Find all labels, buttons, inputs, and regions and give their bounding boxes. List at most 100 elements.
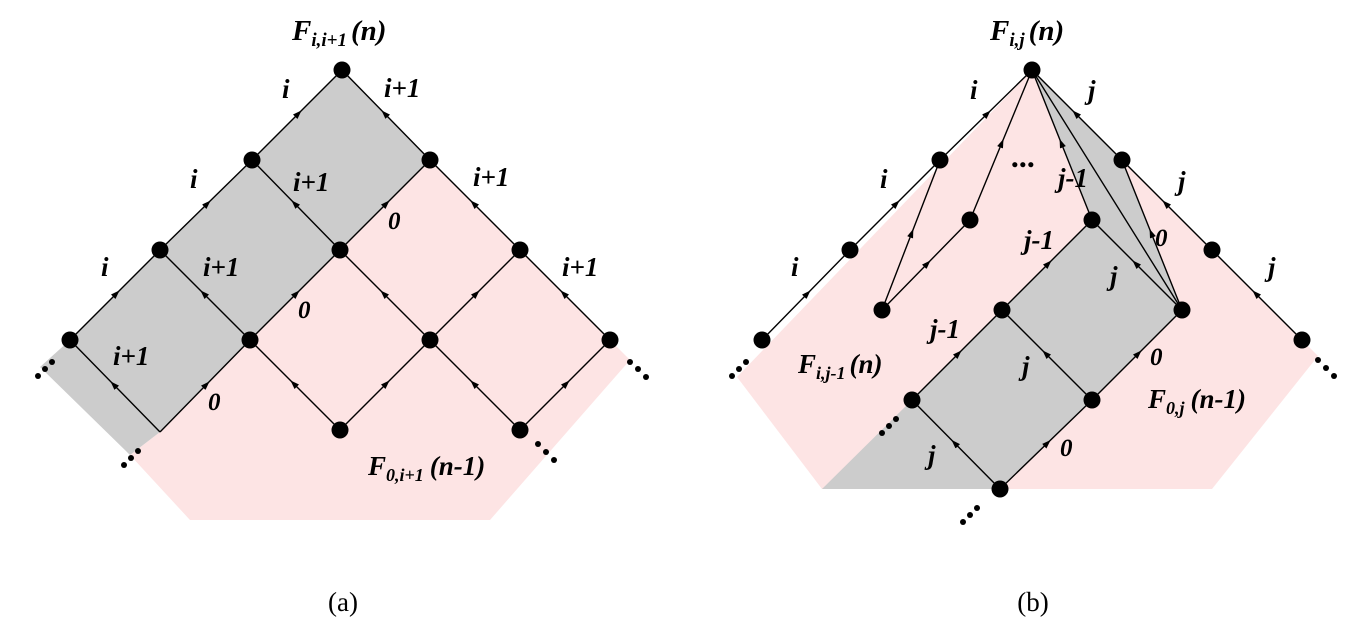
- panel-b-label-zero-1: 0: [1155, 225, 1168, 252]
- panel-b-edge-arrow: [982, 110, 991, 119]
- panel-b-edge-arrow: [891, 200, 900, 209]
- panel-a-node: [421, 331, 439, 349]
- panel-b-label-j-1: j: [1084, 75, 1096, 105]
- panel-b-right-label: F0,j(n-1): [1147, 384, 1246, 418]
- panel-b-edge-arrow: [1042, 439, 1051, 449]
- panel-a-node: [511, 241, 529, 259]
- panel-a-edge-arrow: [381, 200, 390, 209]
- panel-a-edge-arrow: [380, 290, 389, 299]
- panel-b-label-jm1-2: j-1: [1020, 225, 1054, 255]
- panel-b-node: [1083, 391, 1101, 409]
- panel-a-ellipsis-right: [627, 359, 649, 380]
- panel-b-node: [1293, 331, 1311, 349]
- panel-a-edge-arrow: [471, 290, 480, 299]
- panel-a-label-ip1-1: i+1: [384, 73, 420, 103]
- panel-a-edges: [69, 69, 611, 433]
- panel-b-label-jm1-3: j-1: [926, 314, 960, 344]
- panel-b-node: [993, 301, 1011, 319]
- panel-b-edge-arrow: [921, 260, 931, 269]
- panel-a-label-ip1-5: i+1: [562, 252, 598, 282]
- panel-b-node: [1113, 151, 1131, 169]
- panel-a-edge-arrow: [470, 200, 479, 209]
- panel-b-edge-arrow: [1043, 260, 1052, 269]
- panel-b-ellipsis-mid: [879, 416, 899, 436]
- panel-a-node: [151, 241, 169, 259]
- panel-b-nodes: [753, 61, 1311, 498]
- panel-b-edge-arrow: [951, 439, 960, 449]
- panel-a-node: [241, 331, 259, 349]
- panel-b-edge-arrow: [1132, 260, 1141, 269]
- panel-b-label-i-3: i: [791, 252, 799, 282]
- panel-b-label-j-2: j: [1174, 166, 1186, 196]
- panel-b-node: [931, 151, 949, 169]
- panel-b-label-i-2: i: [880, 164, 888, 194]
- panel-a-edge-arrow: [111, 290, 120, 299]
- panel-a-edge-arrow: [381, 380, 390, 389]
- panel-b-node: [753, 331, 771, 349]
- panel-a-label-i-2: i: [190, 164, 198, 194]
- panel-a-edge-arrow: [110, 381, 119, 390]
- panel-b-edge-arrow: [1162, 200, 1171, 209]
- panel-b-node: [991, 480, 1009, 498]
- panel-a-node: [511, 421, 529, 439]
- panel-b-edge: [1031, 69, 1183, 311]
- panel-a-node: [331, 241, 349, 259]
- panel-a: Fi,i+1(n) i i i i+1 i+1 i+1 i+1 i+1 i+1 …: [35, 15, 649, 617]
- panel-a-bottom-label: F0,i+1(n-1): [367, 451, 485, 485]
- panel-b-edge-arrow: [1149, 228, 1156, 239]
- panel-a-label-zero-1: 0: [388, 208, 401, 235]
- panel-b-top-label: Fi,j(n): [989, 15, 1064, 51]
- panel-a-node: [243, 151, 261, 169]
- panel-b-edge-arrow: [801, 290, 811, 299]
- panel-b-label-jm1-1: j-1: [1054, 163, 1088, 193]
- panel-b-label-j-3: j: [1264, 252, 1276, 282]
- panel-b-ellipsis-bottom: [960, 505, 980, 525]
- panel-b-edge-arrow: [907, 228, 914, 239]
- panel-b-edge-arrow: [997, 138, 1004, 149]
- panel-b-edge-arrow: [1133, 350, 1142, 359]
- panel-a-edge-arrow: [381, 110, 391, 119]
- panel-b-edge-arrow: [1252, 290, 1261, 299]
- panel-a-label-zero-2: 0: [298, 297, 311, 324]
- panel-a-pink-region: [130, 160, 630, 520]
- panel-b-caption: (b): [1017, 587, 1048, 617]
- panel-a-label-i-1: i: [282, 74, 290, 104]
- panel-a-label-ip1-3: i+1: [473, 162, 509, 192]
- panel-a-gray-region: [40, 70, 430, 455]
- panel-a-nodes: [61, 61, 619, 439]
- panel-a-label-i-3: i: [101, 252, 109, 282]
- panel-a-ellipsis-bottom-right: [535, 441, 557, 463]
- panel-a-node: [331, 421, 349, 439]
- panel-a-label-ip1-6: i+1: [113, 341, 149, 371]
- panel-a-edge-arrow: [201, 381, 210, 390]
- panel-b-ellipsis-right: [1315, 357, 1337, 379]
- panel-a-edge-arrow: [291, 200, 301, 209]
- panel-a-edge-arrow: [293, 110, 302, 119]
- panel-b-node: [903, 391, 921, 409]
- panel-b-node: [1083, 211, 1101, 229]
- panel-b: ... Fi,j(n) i i i j j j j j j j-1 j-1 j-…: [729, 15, 1337, 617]
- panel-a-top-label: Fi,i+1(n): [291, 15, 386, 51]
- panel-a-caption: (a): [328, 587, 358, 617]
- panel-a-node: [601, 331, 619, 349]
- panel-b-edge-arrow: [1042, 350, 1051, 359]
- panel-a-node: [421, 151, 439, 169]
- panel-b-edge-arrow: [1059, 138, 1066, 149]
- panel-a-node: [333, 61, 351, 79]
- panel-b-edges: [761, 69, 1303, 490]
- panel-b-edge-arrow: [953, 350, 962, 359]
- panel-b-node: [841, 241, 859, 259]
- panel-b-gray-region: [822, 70, 1182, 489]
- panel-b-edge-arrow: [1072, 110, 1081, 119]
- panel-b-label-zero-3: 0: [1060, 435, 1073, 462]
- panel-a-edge-arrow: [561, 380, 570, 389]
- panel-a-label-ip1-2: i+1: [293, 167, 329, 197]
- panel-b-pink-region: [737, 70, 1318, 489]
- panel-a-ellipsis-left: [35, 359, 55, 379]
- panel-a-label-ip1-4: i+1: [203, 252, 239, 282]
- panel-b-label-zero-2: 0: [1150, 344, 1163, 371]
- panel-a-ellipsis-bottom-left: [121, 448, 141, 468]
- panel-a-edge-arrow: [290, 380, 299, 389]
- panel-a-node: [61, 331, 79, 349]
